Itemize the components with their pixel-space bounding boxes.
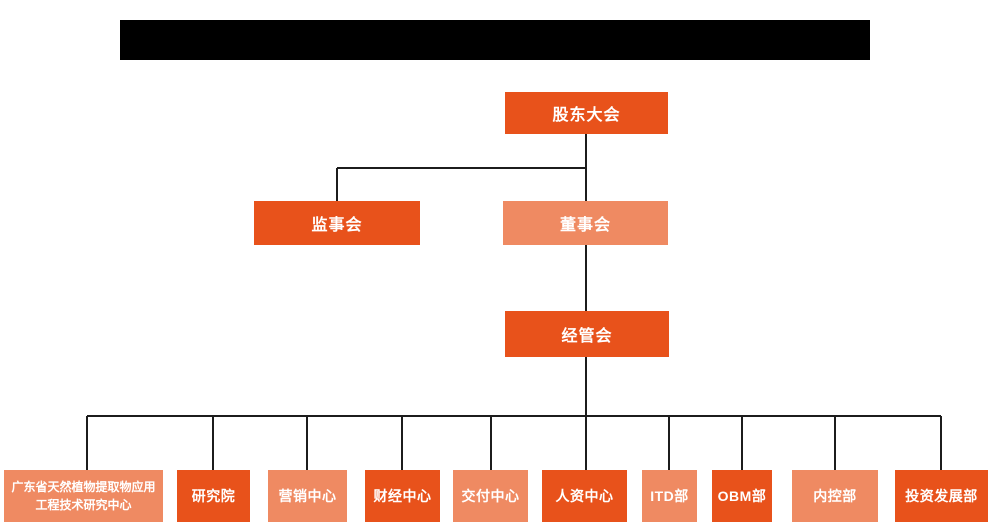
node-shareholders-meeting: 股东大会 xyxy=(505,92,668,134)
node-obm-department: OBM部 xyxy=(712,470,772,522)
node-label: 董事会 xyxy=(559,217,611,234)
node-finance-center: 财经中心 xyxy=(365,470,440,522)
node-label: 研究院 xyxy=(191,488,236,504)
node-marketing-center: 营销中心 xyxy=(268,470,347,522)
node-label: 监事会 xyxy=(311,217,363,234)
node-label: 股东大会 xyxy=(552,107,621,124)
node-label: 投资发展部 xyxy=(905,488,978,504)
node-label: 营销中心 xyxy=(278,488,337,504)
node-guangdong-research-center: 广东省天然植物提取物应用工程技术研究中心 xyxy=(4,470,163,522)
node-itd-department: ITD部 xyxy=(642,470,697,522)
node-label: 内控部 xyxy=(813,488,857,504)
node-label: ITD部 xyxy=(650,488,689,504)
node-hr-center: 人资中心 xyxy=(542,470,627,522)
node-board-of-directors: 董事会 xyxy=(503,201,668,245)
node-internal-control-department: 内控部 xyxy=(792,470,878,522)
node-delivery-center: 交付中心 xyxy=(453,470,528,522)
node-label: 经管会 xyxy=(561,328,613,345)
node-research-institute: 研究院 xyxy=(177,470,250,522)
node-label: 人资中心 xyxy=(555,488,614,504)
node-management-committee: 经管会 xyxy=(505,311,669,357)
node-label: 交付中心 xyxy=(461,488,520,504)
node-label: 广东省天然植物提取物应用工程技术研究中心 xyxy=(11,480,156,512)
node-label: OBM部 xyxy=(717,488,767,504)
node-label: 财经中心 xyxy=(373,488,432,504)
redacted-title-bar xyxy=(120,20,870,60)
node-investment-development-department: 投资发展部 xyxy=(895,470,988,522)
node-supervisory-board: 监事会 xyxy=(254,201,420,245)
